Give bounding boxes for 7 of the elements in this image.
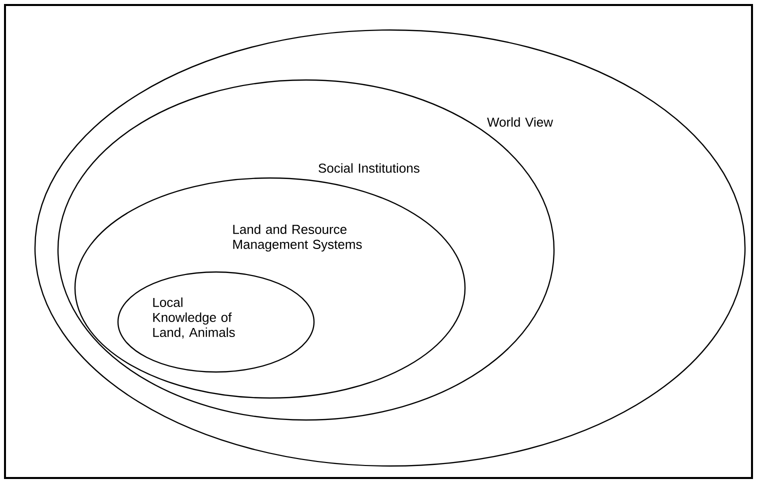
ellipse-label: Local Knowledge of Land, Animals <box>153 297 235 339</box>
inner-ellipse <box>117 271 315 373</box>
ellipse <box>74 177 466 399</box>
ellipse-label: Land and Resource Management Systems <box>233 224 362 252</box>
ellipse <box>57 79 555 421</box>
ellipse-label: Social Institutions <box>318 163 420 173</box>
ellipse-label: World View <box>487 117 554 127</box>
